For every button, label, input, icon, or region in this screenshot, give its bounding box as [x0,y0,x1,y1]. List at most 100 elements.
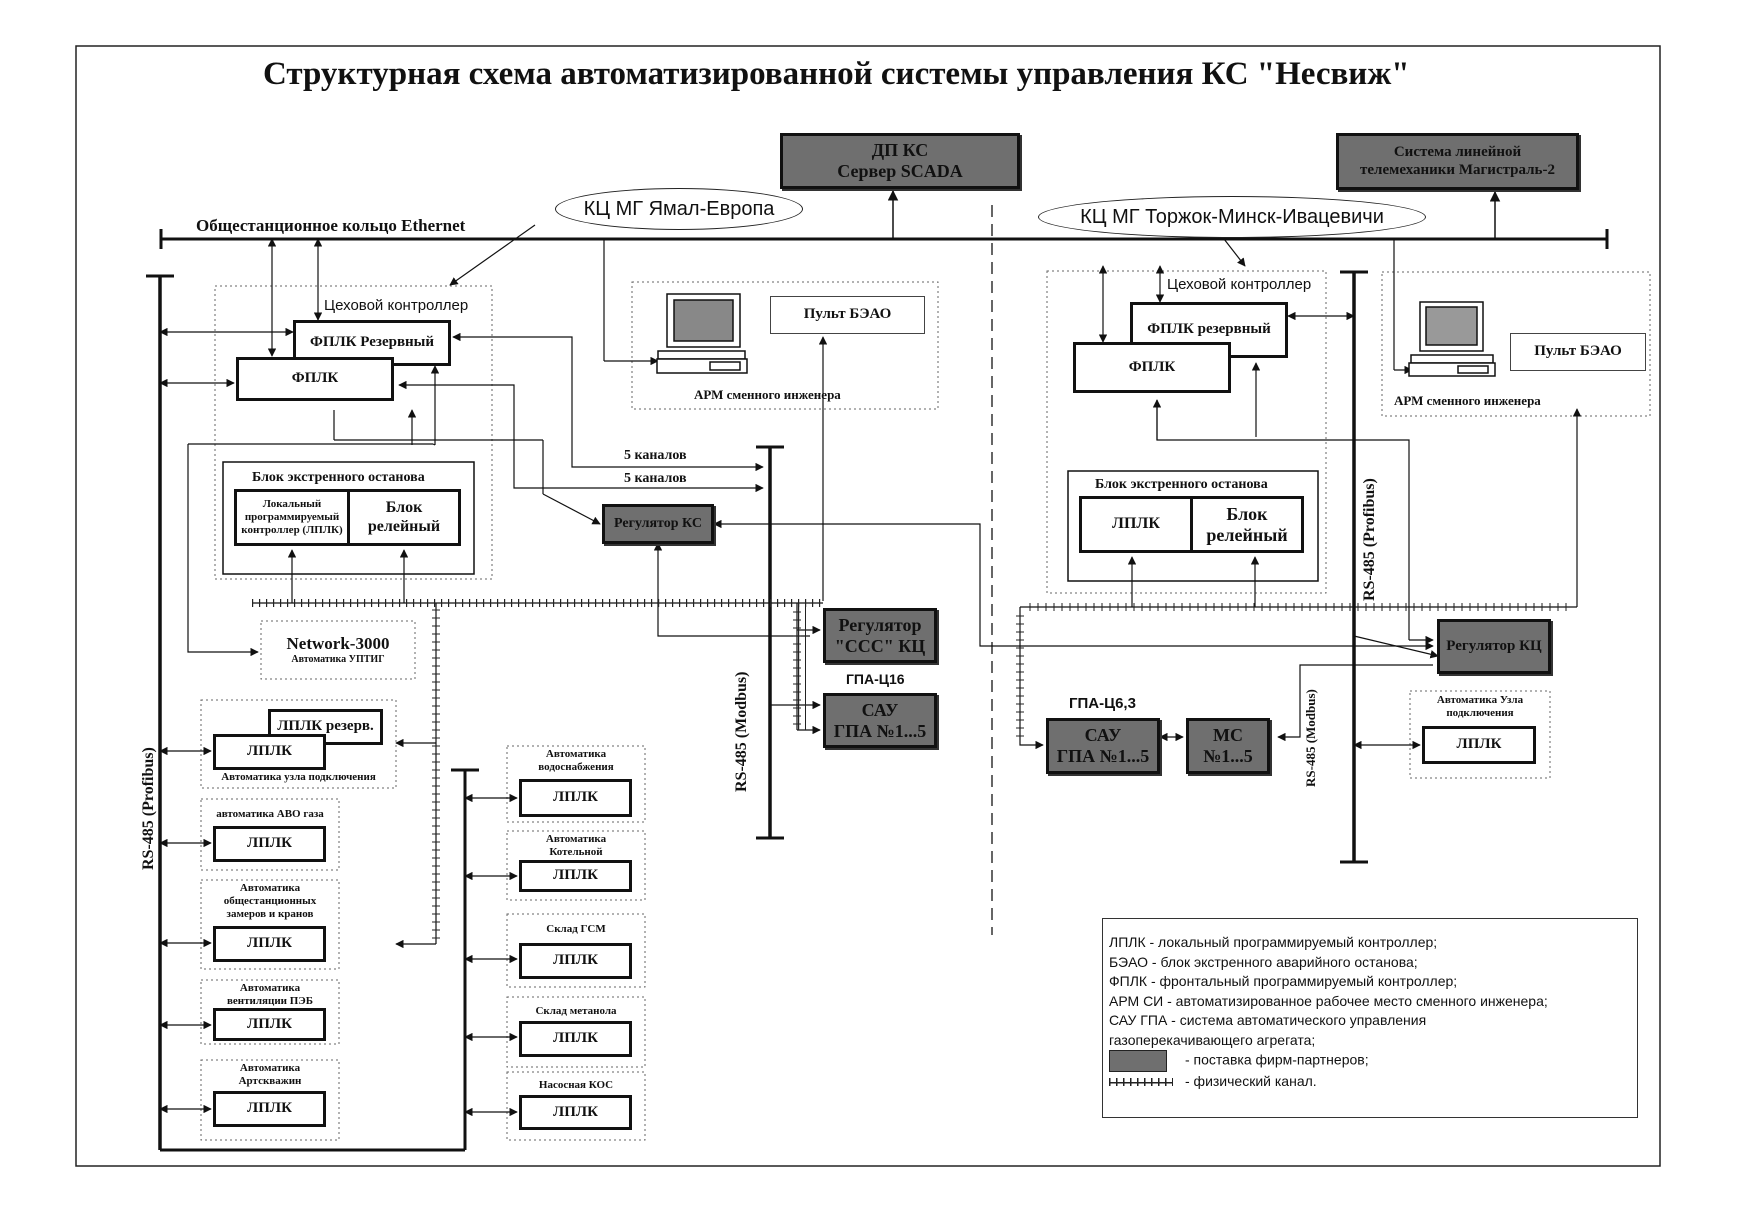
boiler-c2: Котельной [549,846,603,859]
pump-kos-caption: Насосная КОС [538,1079,614,1091]
right-shop-controller-title: Цеховой контроллер [1167,276,1312,293]
dc-ks-line1: ДП КС [871,140,929,161]
boiler-lplk-box: ЛПЛК [519,860,632,892]
channels-label-1: 5 каналов [624,448,687,463]
right-relay-l1: Блок [1226,503,1268,524]
right-profibus-label: RS-485 (Profibus) [1361,478,1378,601]
legend-line-2: БЭАО - блок экстренного аварийного остан… [1109,953,1418,970]
artesian-c1: Автоматика [239,1062,301,1074]
methanol-store-lplk-box: ЛПЛК [519,1021,632,1057]
boiler-c1: Автоматика [545,833,607,845]
unit-connection-lplk-box: ЛПЛК [213,734,326,770]
legend-line-5: САУ ГПА - система автоматического управл… [1109,1012,1427,1028]
oval-yamal-europa: КЦ МГ Ямал-Европа [555,188,803,230]
right-sau-l1: САУ [1084,725,1122,746]
right-fplk-box: ФПЛК [1073,342,1231,393]
left-shop-controller-title: Цеховой контроллер [324,297,469,314]
left-emergency-title: Блок экстренного останова [252,470,425,485]
physical-channel-icon [1109,1078,1173,1087]
left-lplk-local-l3: контроллер (ЛПЛК) [241,524,343,537]
station-meas-c2: общестанционных [223,895,317,908]
left-lplk-local-l2: программируемый [244,510,340,523]
computer-icon-right [1408,301,1496,377]
left-lplk-local-l1: Локальный [262,497,322,510]
left-arm-caption: АРМ сменного инженера [694,387,841,402]
right-unit-c2: подключения [1446,707,1514,720]
regulator-sss-l1: Регулятор [838,614,922,635]
fuel-store-caption: Склад ГСМ [546,923,606,935]
water-supply-c2: водоснабжения [538,761,614,774]
computer-icon-left [656,293,748,374]
pump-kos-lplk-box: ЛПЛК [519,1095,632,1130]
station-meas-c3: замеров и кранов [226,908,314,921]
right-unit-lplk-box: ЛПЛК [1422,726,1536,764]
legend-item-partner: - поставка фирм-партнеров; [1109,1050,1631,1072]
partner-swatch-icon [1109,1050,1167,1072]
ethernet-label: Общестанционное кольцо Ethernet [196,216,466,235]
station-meas-caption: Автоматика общестанционных замеров и кра… [201,882,339,922]
regulator-ks-box: Регулятор КС [602,504,714,544]
network-3000-name: Network-3000 [286,634,390,654]
water-supply-lplk-box: ЛПЛК [519,779,632,817]
artesian-c2: Артскважин [238,1075,302,1088]
left-relay-block-box: Блок релейный [347,489,461,546]
left-modbus-label: RS-485 (Modbus) [733,671,750,792]
ventilation-c1: Автоматика [239,982,301,994]
left-sau-gpa-box: САУ ГПА №1...5 [823,693,937,748]
ventilation-lplk-box: ЛПЛК [213,1008,326,1041]
ventilation-caption: Автоматика вентиляции ПЭБ [201,982,339,1008]
left-relay-l1: Блок [385,499,423,517]
boiler-caption: Автоматика Котельной [507,833,645,859]
right-sau-gpa-box: САУ ГПА №1...5 [1046,718,1160,774]
left-sau-l1: САУ [861,699,899,720]
sys-lin-line1: Система линейной [1393,144,1522,161]
legend-line-6: газоперекачивающего агрегата; [1109,1031,1316,1048]
right-modbus-label: RS-485 (Modbus) [1303,689,1318,787]
station-meas-c1: Автоматика [239,882,301,894]
page-title: Структурная схема автоматизированной сис… [263,56,1410,92]
right-relay-block-box: Блок релейный [1190,496,1304,553]
left-relay-l2: релейный [367,517,441,535]
right-relay-l2: релейный [1206,524,1288,545]
legend-line-8: - физический канал. [1185,1073,1317,1089]
mc-box: МС №1...5 [1186,718,1270,774]
right-unit-c1: Автоматика Узла [1436,694,1524,706]
mc-l1: МС [1213,725,1243,746]
right-arm-caption: АРМ сменного инженера [1394,393,1541,408]
unit-connection-caption: Автоматика узла подключения [221,771,376,783]
right-pult-beao-box: Пульт БЭАО [1510,333,1646,371]
oval-torzhok-minsk: КЦ МГ Торжок-Минск-Ивацевичи [1038,196,1426,238]
legend-line-1: ЛПЛК - локальный программируемый контрол… [1109,934,1438,950]
right-emergency-title: Блок экстренного останова [1095,477,1268,492]
left-lplk-local-box: Локальный программируемый контроллер (ЛП… [234,489,350,546]
channels-label-2: 5 каналов [624,471,687,486]
legend-line-7: - поставка фирм-партнеров; [1185,1051,1369,1068]
left-sau-l2: ГПА №1...5 [833,720,927,741]
legend-line-4: АРМ СИ - автоматизированное рабочее мест… [1109,992,1548,1009]
right-lplk-emergency-box: ЛПЛК [1079,496,1193,553]
methanol-store-caption: Склад метанола [535,1005,617,1017]
regulator-kc-box: Регулятор КЦ [1437,619,1551,674]
left-fplk-box: ФПЛК [236,357,394,401]
water-supply-caption: Автоматика водоснабжения [507,748,645,774]
legend-box: ЛПЛК - локальный программируемый контрол… [1102,918,1638,1118]
gpa-c16-label: ГПА-Ц16 [846,671,905,687]
sys-lin-line2: телемеханики Магистраль-2 [1360,161,1555,178]
avo-gas-caption: автоматика АВО газа [216,808,324,820]
water-supply-c1: Автоматика [545,748,607,760]
legend-line-3: ФПЛК - фронтальный программируемый контр… [1109,973,1458,989]
right-sau-l2: ГПА №1...5 [1056,746,1150,766]
regulator-sss-l2: "ССС" КЦ [834,635,926,656]
dc-ks-scada-box: ДП КС Сервер SCADA [780,133,1020,189]
artesian-caption: Автоматика Артскважин [201,1062,339,1088]
mc-l2: №1...5 [1203,746,1253,766]
outer-frame [75,45,1661,1167]
legend-item-channel: - физический канал. [1109,1072,1631,1092]
left-profibus-label: RS-485 (Profibus) [140,747,157,870]
network-3000-sub: Автоматика УПТИГ [291,654,385,666]
dc-ks-line2: Сервер SCADA [837,161,963,181]
ventilation-c2: вентиляции ПЭБ [226,995,314,1008]
gpa-c63-label: ГПА-Ц6,3 [1069,695,1136,712]
network-3000-box: Network-3000 Автоматика УПТИГ [261,621,415,679]
